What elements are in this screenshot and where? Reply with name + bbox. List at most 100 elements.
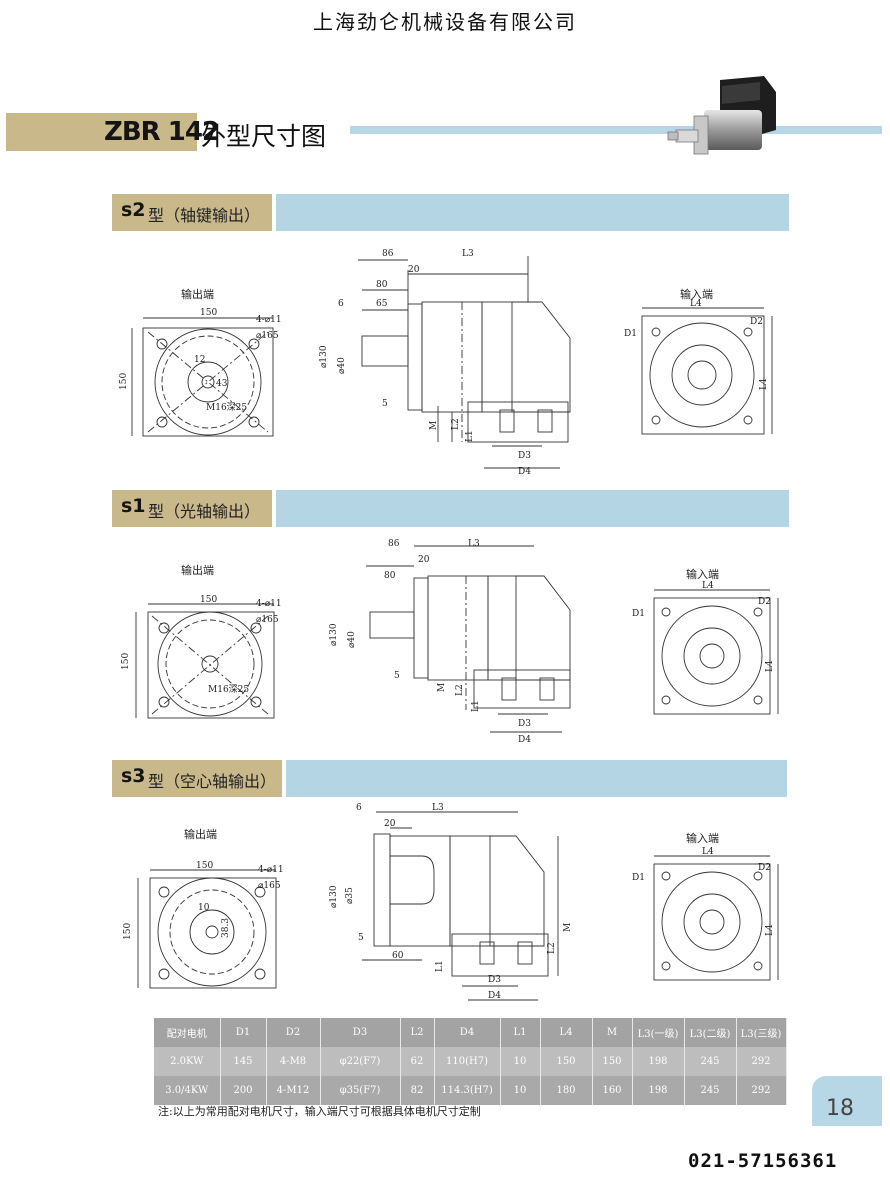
dim-4phi11: 4-⌀11 [258, 865, 284, 875]
page-number: 18 [826, 1096, 854, 1121]
section-tag-s3: s3 型（空心轴输出） [112, 760, 282, 797]
dim-phi40: ⌀40 [347, 631, 357, 648]
dim-phi35: ⌀35 [345, 887, 355, 904]
footnote: 注:以上为常用配对电机尺寸，输入端尺寸可根据具体电机尺寸定制 [158, 1105, 481, 1118]
dim-m16: M16深25 [206, 402, 247, 413]
dim-150: 150 [200, 595, 217, 605]
dim-m16: M16深25 [208, 684, 249, 695]
table-cell: 82 [400, 1076, 435, 1105]
dim-65: 65 [376, 299, 388, 309]
dim-20: 20 [418, 555, 430, 565]
table-cell: 3.0/4KW [154, 1076, 221, 1105]
output-end-label: 输出端 [181, 288, 214, 301]
section-code: s3 [121, 765, 146, 787]
table-cell: 198 [632, 1076, 685, 1105]
dim-D1: D1 [624, 329, 637, 339]
dim-4phi11: 4-⌀11 [256, 315, 282, 325]
dim-phi165: ⌀165 [258, 881, 281, 891]
output-flange-view-s1: 150 150 4-⌀11 ⌀165 M16深25 [121, 595, 282, 719]
table-cell: 160 [592, 1076, 633, 1105]
dim-150: 150 [196, 861, 213, 871]
page-number-tab [812, 1076, 882, 1126]
dim-4phi11: 4-⌀11 [256, 599, 282, 609]
dim-L4-v: L4 [765, 924, 775, 936]
table-cell: 292 [736, 1047, 787, 1076]
model-name: ZBR 142 [104, 117, 220, 147]
dim-D3: D3 [488, 975, 501, 985]
input-end-label: 输入端 [686, 832, 719, 845]
table-cell: 200 [220, 1076, 267, 1105]
dim-150-v: 150 [123, 923, 133, 940]
table-header-cell: M [592, 1018, 633, 1047]
table-header-cell: D4 [434, 1018, 501, 1047]
table-header-cell: L4 [540, 1018, 593, 1047]
dim-D3: D3 [518, 451, 531, 461]
dim-L4: L4 [690, 299, 702, 309]
dim-80: 80 [384, 571, 396, 581]
table-cell: 150 [540, 1047, 593, 1076]
dim-M: M [437, 683, 447, 692]
dim-80: 80 [376, 280, 388, 290]
output-flange-view-s2: 150 150 4-⌀11 ⌀165 12 43 M16深25 [119, 308, 282, 437]
table-cell: 180 [540, 1076, 593, 1105]
table-cell: 10 [500, 1047, 541, 1076]
table-header-cell: D3 [320, 1018, 401, 1047]
table-cell: φ22(F7) [320, 1047, 401, 1076]
dim-L2: L2 [547, 942, 557, 954]
input-flange-view-s3: L4 L4 D1 D2 [632, 847, 779, 981]
dim-D3: D3 [518, 719, 531, 729]
motor-spec-table: 配对电机 D1 D2 D3 L2 D4 L1 L4 M L3(一级) L3(二级… [154, 1018, 787, 1105]
dim-M: M [563, 923, 573, 932]
dim-L4: L4 [702, 581, 714, 591]
dim-phi130: ⌀130 [329, 885, 339, 908]
title-rule [350, 126, 882, 134]
section-name: 型（光轴输出） [148, 502, 261, 521]
dim-L1: L1 [465, 430, 475, 442]
dim-phi130: ⌀130 [319, 345, 329, 368]
dim-M: M [429, 421, 439, 430]
dim-L3: L3 [468, 539, 480, 549]
phone-number: 021-57156361 [688, 1150, 838, 1172]
dim-20: 20 [384, 819, 396, 829]
dim-phi165: ⌀165 [256, 331, 279, 341]
dim-6: 6 [338, 299, 344, 309]
dim-38-3: 38.3 [221, 918, 231, 938]
section-name: 型（空心轴输出） [148, 772, 277, 791]
gearbox-product-image [667, 76, 776, 155]
table-cell: 4-M8 [266, 1047, 321, 1076]
table-header-cell: L3(一级) [632, 1018, 685, 1047]
table-header-cell: L3(二级) [684, 1018, 737, 1047]
table-row: 3.0/4KW 200 4-M12 φ35(F7) 82 114.3(H7) 1… [154, 1076, 787, 1105]
table-header-cell: L3(三级) [736, 1018, 787, 1047]
dim-L4-v: L4 [765, 660, 775, 672]
section-tag-s2: s2 型（轴键输出） [112, 194, 272, 231]
dim-60: 60 [392, 951, 404, 961]
company-name: 上海劲仑机械设备有限公司 [313, 10, 577, 34]
input-flange-view-s2: L4 L4 D1 D2 [624, 299, 773, 435]
dim-phi40: ⌀40 [337, 357, 347, 374]
dim-86: 86 [388, 539, 400, 549]
table-cell: 110(H7) [434, 1047, 501, 1076]
dim-L1: L1 [435, 960, 445, 972]
dim-150: 150 [200, 308, 217, 318]
input-end-label: 输入端 [680, 288, 713, 301]
output-end-label: 输出端 [181, 564, 214, 577]
table-cell: 145 [220, 1047, 267, 1076]
dim-D2: D2 [758, 863, 771, 873]
side-view-s3: 6 L3 20 5 60 ⌀130 ⌀35 L2 M L1 D3 D4 [329, 803, 573, 1001]
side-view-s2: 86 20 L3 80 6 65 5 ⌀130 ⌀40 M L2 L1 D3 D… [319, 249, 571, 477]
dim-6: 6 [356, 803, 362, 813]
section-code: s1 [121, 495, 146, 517]
table-cell: 198 [632, 1047, 685, 1076]
dim-5: 5 [382, 399, 388, 409]
table-row: 2.0KW 145 4-M8 φ22(F7) 62 110(H7) 10 150… [154, 1047, 787, 1076]
section-code: s2 [121, 199, 146, 221]
section-tag-s1: s1 型（光轴输出） [112, 490, 272, 527]
dim-D4: D4 [488, 991, 501, 1001]
table-cell: 245 [684, 1047, 737, 1076]
dim-43: 43 [216, 379, 228, 389]
table-cell: 4-M12 [266, 1076, 321, 1105]
page-title: 外型尺寸图 [201, 122, 327, 151]
table-cell: 10 [500, 1076, 541, 1105]
input-flange-view-s1: L4 L4 D1 D2 [632, 581, 779, 715]
